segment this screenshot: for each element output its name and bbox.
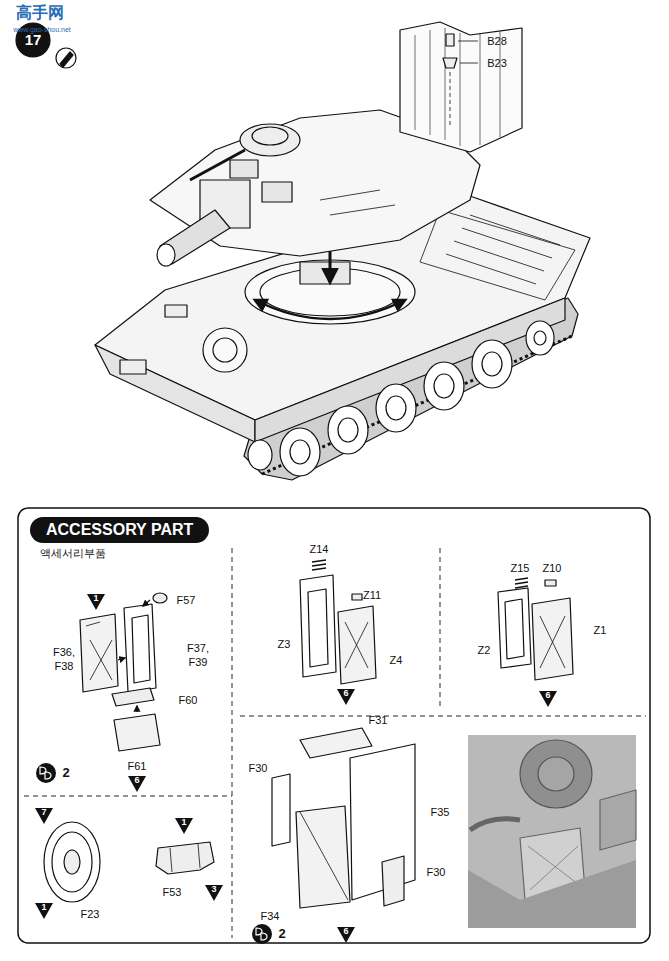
part-label: Z10 xyxy=(543,562,562,574)
part-label: F30 xyxy=(427,866,446,878)
part-label: F30 xyxy=(249,762,268,774)
part-label: F37, xyxy=(187,642,209,654)
part-label: F36, xyxy=(53,646,75,658)
heading-subtext: 액세서리부품 xyxy=(40,546,212,561)
callout-triangle xyxy=(539,691,557,707)
quantity-icon xyxy=(252,924,272,944)
part-label: F60 xyxy=(179,694,198,706)
part-label: Z11 xyxy=(363,589,381,601)
callout-number: 6 xyxy=(343,927,348,937)
part-label: B28 xyxy=(487,35,507,47)
callout-number: 3 xyxy=(211,885,216,895)
callout-triangle xyxy=(128,776,146,792)
quantity-number: 2 xyxy=(278,927,285,941)
callout-number: 7 xyxy=(41,808,46,818)
callout-number: 6 xyxy=(545,691,550,701)
part-label: F38 xyxy=(55,660,74,672)
quantity-icon xyxy=(36,763,56,783)
callout-triangle xyxy=(337,927,355,943)
callout-number: 1 xyxy=(41,903,46,913)
part-label: B23 xyxy=(487,57,507,69)
watermark: www.gao-shou.net xyxy=(13,26,71,34)
callout-triangle xyxy=(337,689,355,705)
callout-number: 6 xyxy=(343,689,348,699)
callout-number: 6 xyxy=(134,776,139,786)
part-label: F35 xyxy=(431,806,450,818)
quantity-number: 2 xyxy=(62,766,69,780)
part-label: F31 xyxy=(369,714,388,726)
part-label: F61 xyxy=(128,760,147,772)
callout-number: 1 xyxy=(181,818,186,828)
part-label: F57 xyxy=(177,594,196,606)
part-label: F34 xyxy=(261,910,280,922)
heading-text: ACCESSORY PART xyxy=(30,517,209,543)
step-number: 17 xyxy=(25,32,42,49)
callout-triangle xyxy=(87,594,105,610)
callout-triangle xyxy=(35,808,53,824)
part-label: Z2 xyxy=(478,644,491,656)
part-label: Z3 xyxy=(278,638,291,650)
part-label: F53 xyxy=(163,886,182,898)
part-label: Z14 xyxy=(310,543,329,555)
part-label: F39 xyxy=(189,656,208,668)
callout-triangle xyxy=(175,818,193,834)
callout-triangle xyxy=(205,885,223,901)
heading-box: ACCESSORY PART 액세서리부품 xyxy=(30,517,212,561)
watermark: 高手网 xyxy=(16,4,64,22)
part-label: Z4 xyxy=(390,654,403,666)
part-label: Z15 xyxy=(511,562,530,574)
callout-triangle xyxy=(35,903,53,919)
part-label: Z1 xyxy=(594,624,607,636)
part-label: F23 xyxy=(81,908,100,920)
callout-number: 1 xyxy=(93,594,98,604)
